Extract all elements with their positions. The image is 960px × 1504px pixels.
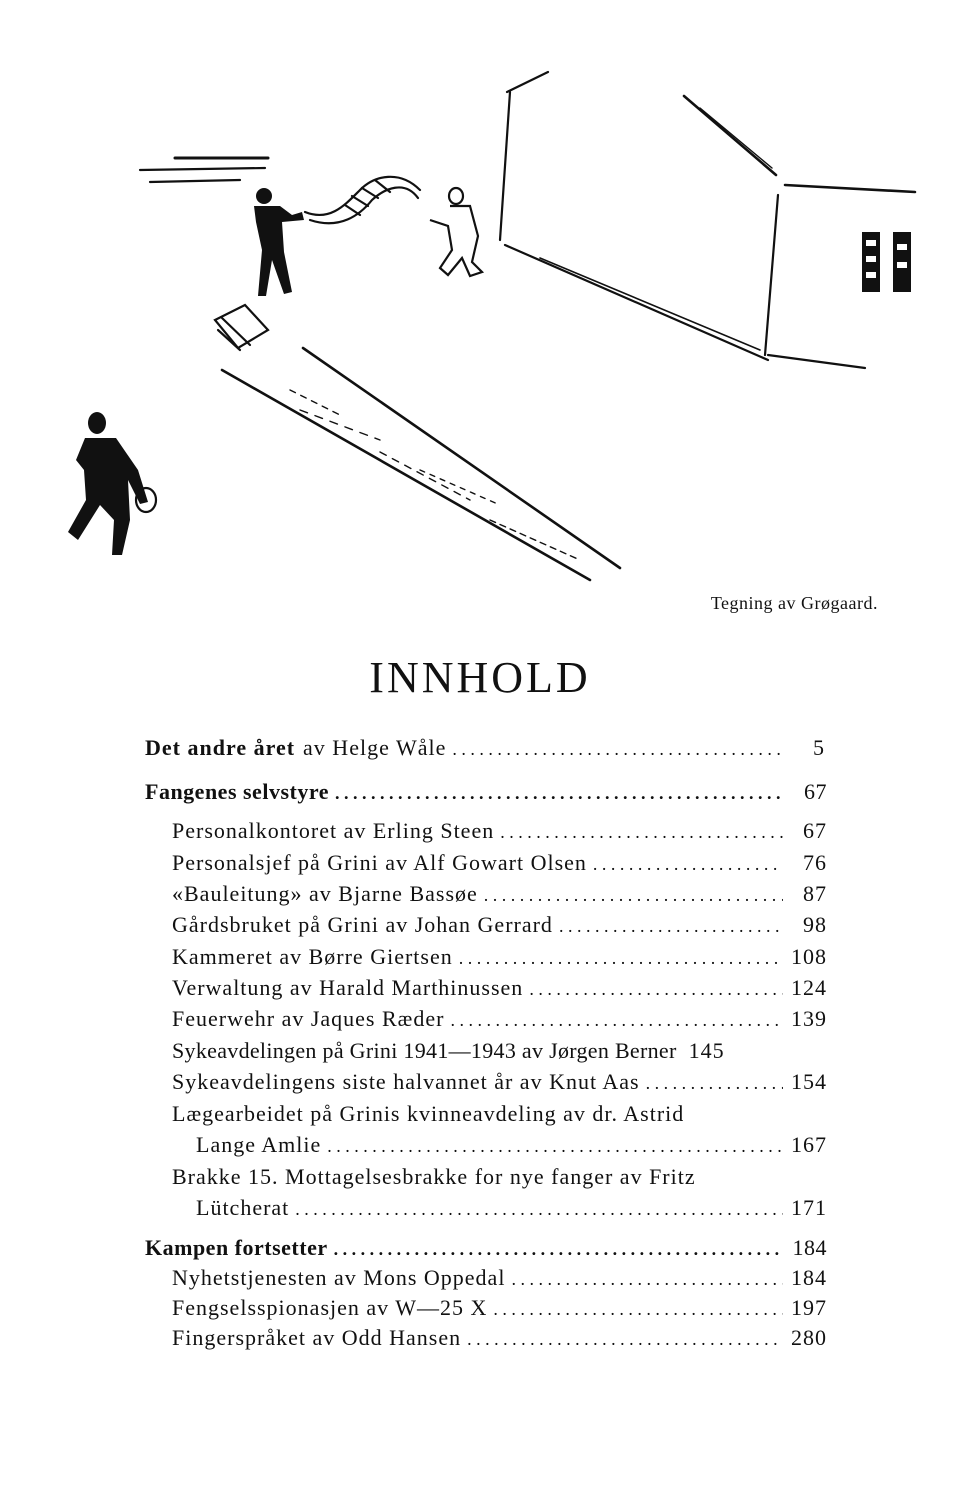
toc-page-number: 124 (791, 975, 827, 1000)
toc-entry-text: Lange Amlie (196, 1132, 322, 1157)
leader-dots (334, 1234, 783, 1264)
leader-dots (450, 1005, 783, 1035)
leader-dots (511, 1264, 783, 1294)
toc-entry: Sykeavdelingens siste halvannet år av Kn… (172, 1067, 827, 1098)
toc-entry: Nyhetstjenesten av Mons Oppedal 184 (172, 1263, 827, 1294)
toc-page-number: 167 (791, 1132, 827, 1157)
toc-entry-text: «Bauleitung» av Bjarne Bassøe (172, 881, 478, 906)
toc-entry-text: Fingerspråket av Odd Hansen (172, 1325, 462, 1350)
toc-section-title: Kampen fortsetter (145, 1235, 328, 1260)
toc-entry-text: Sykeavdelingens siste halvannet år av Kn… (172, 1069, 640, 1094)
toc-entry-text: Verwaltung av Harald Marthinussen (172, 975, 524, 1000)
toc-page-number: 67 (804, 779, 827, 804)
toc-entry: Verwaltung av Harald Marthinussen 124 (172, 973, 827, 1004)
toc-section-title: Det andre året (145, 735, 296, 760)
toc-entry: Fengselsspionasjen av W—25 X 197 (172, 1293, 827, 1324)
toc-page-number: 154 (791, 1069, 827, 1094)
toc-page-number: 87 (803, 881, 827, 906)
toc-entry-text: Personalkontoret av Erling Steen (172, 818, 495, 843)
toc-page-number: 171 (791, 1195, 827, 1220)
ink-drawing-illustration (68, 70, 917, 582)
leader-dots (529, 974, 783, 1004)
toc-page-number: 67 (803, 818, 827, 843)
toc-page-number: 280 (791, 1325, 827, 1350)
toc-entry-text: Feuerwehr av Jaques Ræder (172, 1006, 445, 1031)
toc-entry: Fangenes selvstyre 67 (145, 777, 827, 808)
toc-entry: Fingerspråket av Odd Hansen 280 (172, 1323, 827, 1354)
leader-dots (452, 734, 781, 764)
leader-dots (593, 849, 783, 879)
leader-dots (646, 1068, 783, 1098)
toc-entry: Personalkontoret av Erling Steen 67 (172, 816, 827, 847)
toc-entry: «Bauleitung» av Bjarne Bassøe 87 (172, 879, 827, 910)
toc-entry-text: Fengselsspionasjen av W—25 X (172, 1295, 488, 1320)
leader-dots (493, 1294, 783, 1324)
toc-entry: Kampen fortsetter 184 (145, 1233, 827, 1264)
leader-dots (559, 911, 783, 941)
toc-entry-text: Gårdsbruket på Grini av Johan Gerrard (172, 912, 553, 937)
toc-page-number: 184 (791, 1265, 827, 1290)
toc-entry: Det andre året av Helge Wåle 5 (145, 733, 825, 764)
toc-entry-text: Lægearbeidet på Grinis kvinneavdeling av… (172, 1101, 685, 1126)
toc-entry: Sykeavdelingen på Grini 1941—1943 av Jør… (172, 1036, 827, 1066)
toc-entry: Gårdsbruket på Grini av Johan Gerrard 98 (172, 910, 827, 941)
toc-page-number: 108 (791, 944, 827, 969)
toc-page-number: 197 (791, 1295, 827, 1320)
leader-dots (335, 778, 783, 808)
leader-dots (295, 1194, 783, 1224)
toc-entry-text: Brakke 15. Mottagelsesbrakke for nye fan… (172, 1164, 696, 1189)
toc-page-number: 139 (791, 1006, 827, 1031)
leader-dots (484, 880, 783, 910)
toc-entry-text: Sykeavdelingen på Grini 1941—1943 av Jør… (172, 1038, 677, 1063)
leader-dots (327, 1131, 783, 1161)
toc-section-title: Fangenes selvstyre (145, 779, 329, 804)
toc-page-number: 145 (688, 1038, 725, 1063)
toc-page-number: 98 (803, 912, 827, 937)
toc-entry-text: Kammeret av Børre Giertsen (172, 944, 453, 969)
toc-entry-author: av Helge Wåle (303, 735, 447, 760)
toc-entry-text: Personalsjef på Grini av Alf Gowart Olse… (172, 850, 587, 875)
toc-entry: Lange Amlie 167 (196, 1130, 827, 1161)
toc-entry: Feuerwehr av Jaques Ræder 139 (172, 1004, 827, 1035)
illustration-credit: Tegning av Grøgaard. (710, 593, 878, 613)
toc-entry: Kammeret av Børre Giertsen 108 (172, 942, 827, 973)
toc-entry: Personalsjef på Grini av Alf Gowart Olse… (172, 848, 827, 879)
leader-dots (459, 943, 783, 973)
toc-entry-text: Nyhetstjenesten av Mons Oppedal (172, 1265, 506, 1290)
toc-entry: Lütcherat 171 (196, 1193, 827, 1224)
toc-entry-text: Lütcherat (196, 1195, 290, 1220)
page-title: INNHOLD (369, 653, 591, 702)
leader-dots (467, 1324, 783, 1354)
toc-page-number: 5 (813, 735, 825, 760)
toc-page-number: 184 (792, 1235, 827, 1260)
leader-dots (500, 817, 783, 847)
toc-page-number: 76 (803, 850, 827, 875)
